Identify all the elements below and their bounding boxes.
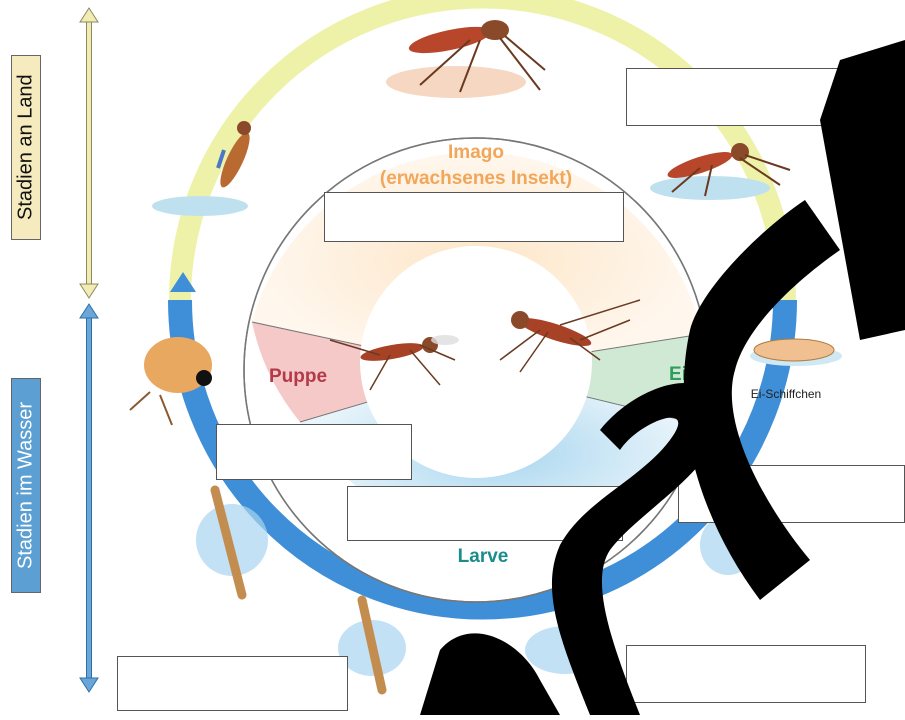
answer-box-ei[interactable] — [678, 465, 905, 523]
adult-mosquito-top-image — [386, 20, 546, 98]
larva-image-left — [196, 485, 268, 600]
puppe-label: Puppe — [269, 366, 327, 387]
water-stages-label: Stadien im Wasser — [11, 378, 41, 593]
larve-label: Larve — [458, 546, 509, 567]
water-stage-arrow — [79, 303, 99, 693]
pupa-image — [129, 337, 212, 426]
answer-box-top-right[interactable] — [626, 68, 846, 126]
answer-box-bottom-left[interactable] — [117, 656, 348, 711]
larva-image-bottom-right — [525, 607, 605, 685]
ei-schiffchen-label: Ei-Schiffchen — [751, 387, 821, 401]
imago-sub-label: (erwachsenes Insekt) — [380, 168, 572, 189]
egg-raft-image — [750, 338, 842, 366]
ei-label: Ei — [669, 364, 687, 385]
larva-image-right — [700, 515, 756, 575]
answer-box-imago[interactable] — [324, 192, 624, 242]
answer-box-larve[interactable] — [347, 486, 623, 541]
larva-image-bottom — [338, 595, 406, 695]
center-mosquito-right-image — [499, 299, 641, 373]
hatching-mosquito-image — [152, 121, 251, 216]
land-stage-arrow — [79, 7, 99, 299]
land-stages-label: Stadien an Land — [11, 55, 41, 240]
answer-box-puppe[interactable] — [216, 424, 412, 480]
center-mosquito-left-image — [329, 335, 459, 391]
egg-laying-mosquito-image — [650, 143, 791, 200]
answer-box-bottom-right[interactable] — [626, 645, 866, 703]
imago-label: Imago — [448, 142, 504, 163]
